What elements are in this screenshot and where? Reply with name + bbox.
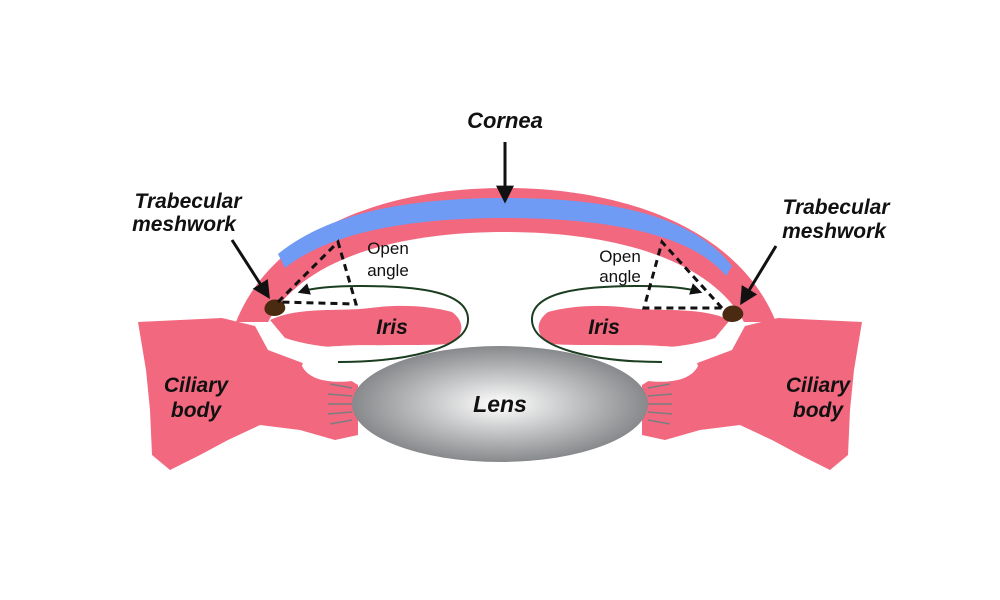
ciliary-label-left-line2: body <box>171 399 222 422</box>
open-angle-label-right-line1: Open <box>599 247 641 266</box>
trabecular-label-right-line1: Trabecular <box>783 196 892 219</box>
trabecular-label-left-line1: Trabecular <box>135 190 244 213</box>
trabecular-pointer-arrow-left <box>232 240 268 296</box>
trabecular-label-left-line2: meshwork <box>132 213 237 236</box>
cornea-label: Cornea <box>467 108 543 133</box>
open-angle-label-left-line1: Open <box>367 239 409 258</box>
iris-left <box>270 306 461 348</box>
cornea-layer <box>278 198 732 276</box>
trabecular-meshwork-right <box>722 306 743 323</box>
iris-label-left: Iris <box>376 316 408 339</box>
lens-label: Lens <box>473 391 527 417</box>
ciliary-label-right-line1: Ciliary <box>786 374 852 397</box>
open-angle-label-left-line2: angle <box>367 261 409 280</box>
ciliary-label-right-line2: body <box>793 399 844 422</box>
iris-label-right: Iris <box>588 316 620 339</box>
open-angle-label-right-line2: angle <box>599 267 641 286</box>
iris-right <box>539 306 730 348</box>
ciliary-label-left-line1: Ciliary <box>164 374 230 397</box>
trabecular-label-right-line2: meshwork <box>782 220 887 243</box>
